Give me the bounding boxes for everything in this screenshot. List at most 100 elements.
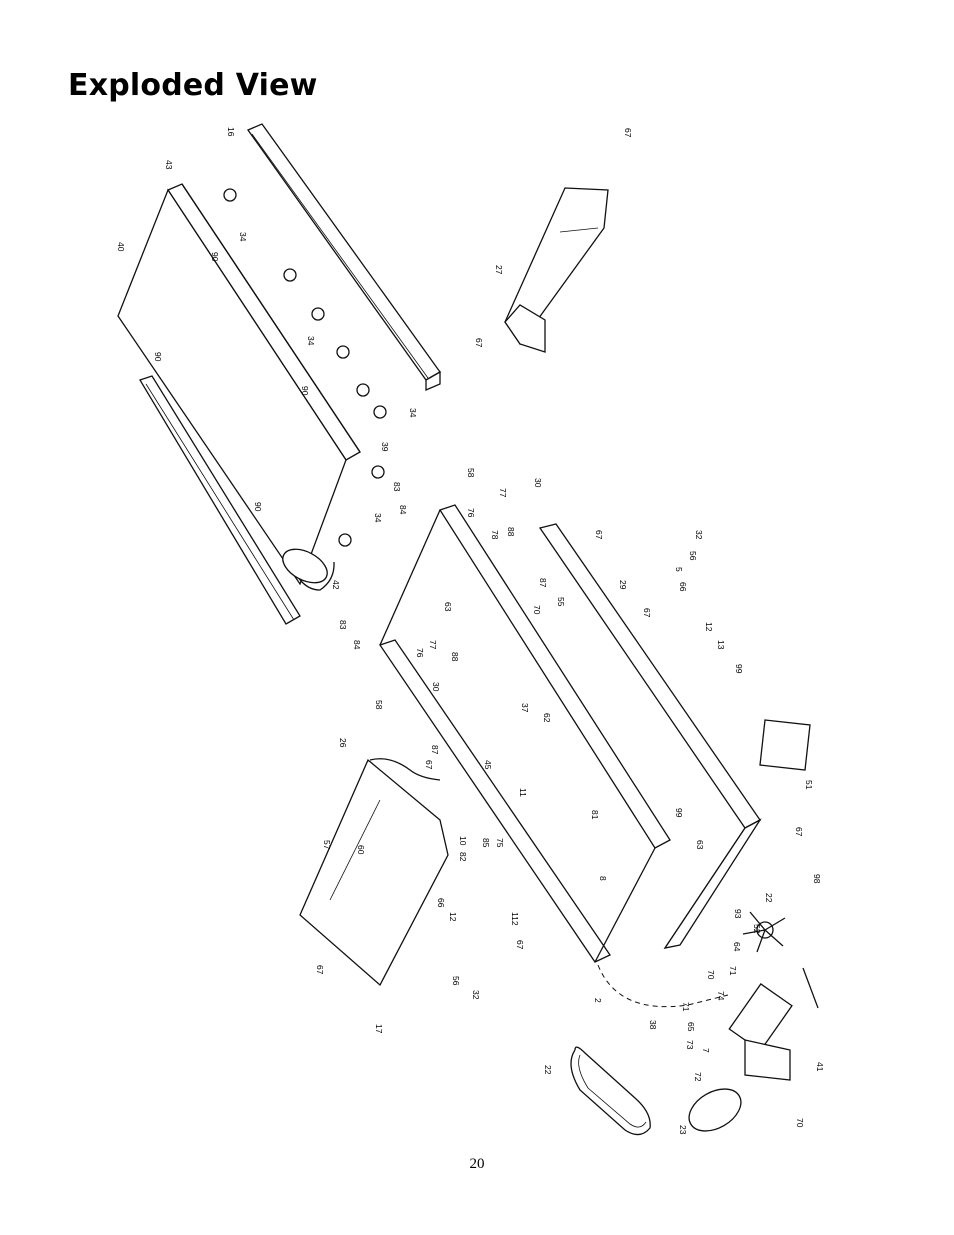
callout: 71 [681, 1002, 691, 1012]
callout: 71 [728, 966, 738, 976]
callout: 58 [466, 468, 476, 478]
drive-belt [570, 1046, 651, 1136]
callout: 5 [674, 567, 684, 572]
callout: 22 [543, 1065, 553, 1075]
callout: 74 [716, 991, 726, 1001]
callout: 65 [686, 1022, 696, 1032]
page-title: Exploded View [68, 68, 318, 103]
callout: 66 [436, 898, 446, 908]
callout: 56 [688, 551, 698, 561]
callout: 78 [490, 530, 500, 540]
callout: 30 [431, 682, 441, 692]
callout: 39 [380, 442, 390, 452]
wire-path [597, 964, 729, 1008]
callout: 76 [415, 648, 425, 658]
side-rail-left [139, 375, 301, 625]
callout: 84 [398, 505, 408, 515]
motor-hood-upper [504, 187, 609, 353]
callout: 8 [598, 876, 608, 881]
callout: 87 [430, 745, 440, 755]
callout: 67 [642, 608, 652, 618]
callout: 26 [338, 738, 348, 748]
callout: 22 [764, 893, 774, 903]
callout: 87 [538, 578, 548, 588]
callout: 98 [812, 874, 822, 884]
callout: 34 [306, 336, 316, 346]
callout: 37 [520, 703, 530, 713]
callout: 57 [322, 840, 332, 850]
callout: 85 [481, 838, 491, 848]
callout: 67 [594, 530, 604, 540]
callout: 34 [408, 408, 418, 418]
callout: 30 [533, 478, 543, 488]
callout: 60 [356, 845, 366, 855]
callout: 64 [732, 942, 742, 952]
callout: 23 [678, 1125, 688, 1135]
callout: 32 [471, 990, 481, 1000]
callout: 7 [701, 1048, 711, 1053]
callout: 12 [448, 912, 458, 922]
callout: 55 [556, 597, 566, 607]
callout: 99 [734, 664, 744, 674]
callout: 73 [685, 1040, 695, 1050]
callout: 82 [458, 852, 468, 862]
callout: 67 [315, 965, 325, 975]
callout: 51 [804, 780, 814, 790]
callout: 112 [510, 912, 520, 926]
callout: 67 [623, 128, 633, 138]
callout: 63 [443, 602, 453, 612]
callout: 12 [704, 622, 714, 632]
callout: 13 [716, 640, 726, 650]
walking-deck [117, 183, 361, 591]
motor-hood-lower [299, 758, 449, 987]
callout: 45 [483, 760, 493, 770]
callout: 75 [495, 838, 505, 848]
callout: 62 [542, 713, 552, 723]
callout: 29 [618, 580, 628, 590]
callout: 2 [593, 998, 603, 1003]
callout: 70 [532, 605, 542, 615]
callout: 90 [253, 502, 263, 512]
controller-board [759, 719, 811, 771]
callout: 90 [300, 386, 310, 396]
callout: 77 [498, 488, 508, 498]
callout: 32 [694, 530, 704, 540]
side-rail-right [247, 123, 441, 391]
callout: 81 [590, 810, 600, 820]
callout: 34 [238, 232, 248, 242]
motor-assembly [688, 967, 819, 1132]
callout: 56 [451, 976, 461, 986]
callout: 67 [515, 940, 525, 950]
page-number: 20 [469, 1156, 485, 1172]
callout: 67 [424, 760, 434, 770]
callout: 66 [678, 582, 688, 592]
callout: 42 [331, 580, 341, 590]
callout: 77 [428, 640, 438, 650]
callout: 93 [733, 909, 743, 919]
callout: 90 [210, 252, 220, 262]
callout: 43 [164, 160, 174, 170]
callout: 90 [153, 352, 163, 362]
callout: 67 [474, 338, 484, 348]
frame [378, 504, 762, 963]
callout: 99 [674, 808, 684, 818]
callout: 70 [795, 1118, 805, 1128]
callout: 17 [374, 1024, 384, 1034]
callout: 84 [352, 640, 362, 650]
fan [742, 911, 786, 953]
callout: 88 [506, 527, 516, 537]
callout: 41 [815, 1062, 825, 1072]
callout: 34 [373, 513, 383, 523]
callout-labels: 43 16 40 90 34 90 34 90 34 39 90 34 42 6… [116, 127, 825, 1135]
callout: 11 [518, 788, 528, 797]
callout: 16 [226, 127, 236, 137]
callout: 70 [706, 970, 716, 980]
callout: 83 [338, 620, 348, 630]
callout: 38 [648, 1020, 658, 1030]
callout: 83 [392, 482, 402, 492]
callout: 72 [693, 1072, 703, 1082]
callout: 58 [374, 700, 384, 710]
callout: 27 [494, 265, 504, 275]
callout: 67 [794, 827, 804, 837]
